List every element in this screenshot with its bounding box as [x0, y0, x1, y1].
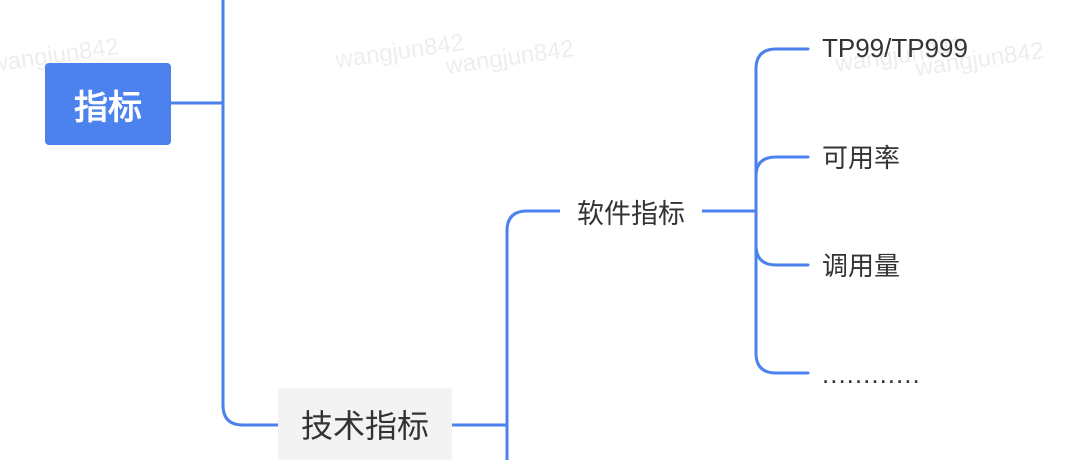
tech-metrics-node[interactable]: 技术指标: [278, 388, 452, 460]
connector-leaf-2: [754, 155, 810, 178]
leaf-node-ellipsis[interactable]: ............: [822, 354, 921, 394]
leaf-label: TP99/TP999: [822, 32, 968, 63]
connector-leaf-3: [754, 243, 810, 267]
leaf-label: ............: [822, 358, 921, 389]
root-node-label: 指标: [74, 87, 142, 128]
leaf-label: 调用量: [822, 251, 901, 282]
connector-sub-trunk: [505, 209, 562, 460]
tech-metrics-label: 技术指标: [300, 407, 429, 445]
root-node[interactable]: 指标: [45, 63, 171, 145]
leaf-node-call-volume[interactable]: 调用量: [822, 244, 900, 284]
connector-trunk: [221, 0, 280, 427]
software-metrics-node[interactable]: 软件指标: [560, 190, 702, 232]
software-metrics-label: 软件指标: [577, 198, 685, 230]
leaf-label: 可用率: [822, 143, 901, 174]
connector-leaf-spine: [754, 47, 810, 375]
leaf-node-tp99[interactable]: TP99/TP999: [822, 28, 968, 68]
leaf-node-availability[interactable]: 可用率: [822, 136, 900, 176]
